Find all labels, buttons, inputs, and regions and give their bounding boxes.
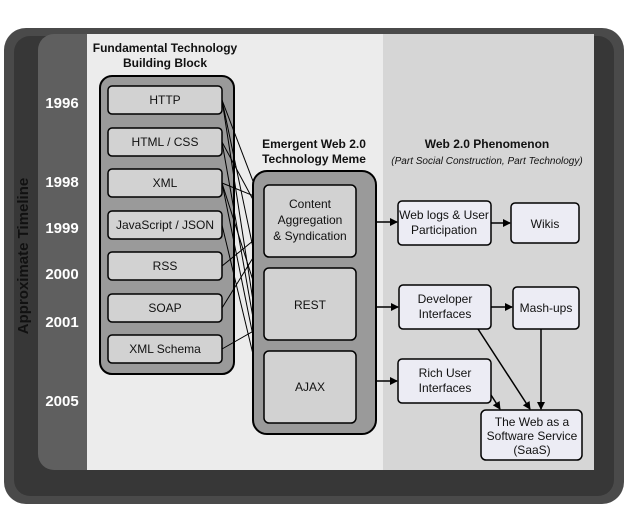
block-label: SOAP <box>148 301 181 315</box>
phenomenon-box <box>512 286 580 330</box>
phenomenon-label: Mash-ups <box>520 301 573 315</box>
block-label: HTTP <box>149 93 180 107</box>
flow-arrows <box>376 218 545 410</box>
block-label: JavaScript / JSON <box>116 218 214 232</box>
fundamental-header: Building Block <box>123 56 207 70</box>
fundamental-header: Fundamental Technology <box>93 41 238 55</box>
right-panel <box>383 34 594 470</box>
phenomenon-label: Web logs & User <box>399 208 489 222</box>
meme-label: Aggregation <box>278 213 343 227</box>
phenomena: Web logs & User Participation Wikis Deve… <box>397 200 583 461</box>
year-label: 2005 <box>45 393 78 410</box>
phenomenon-box <box>480 409 583 461</box>
year-labels: 1996 1998 1999 2000 2001 2005 <box>45 95 78 410</box>
arrow <box>477 328 531 410</box>
year-label: 2001 <box>45 314 78 331</box>
block-label: RSS <box>153 259 178 273</box>
meme-box <box>263 350 357 424</box>
year-label: 1999 <box>45 220 78 237</box>
phenomenon-label: Developer <box>418 292 473 306</box>
phenomenon-label: Rich User <box>419 366 472 380</box>
block-label: XML <box>153 176 178 190</box>
meme-label: AJAX <box>295 380 325 394</box>
meme-box <box>263 267 357 341</box>
meme-header: Technology Meme <box>262 152 366 166</box>
meme-label: Content <box>289 197 332 211</box>
meme-box <box>263 184 357 258</box>
meme-header: Emergent Web 2.0 <box>262 137 366 151</box>
building-blocks: HTTP HTML / CSS XML JavaScript / JSON RS… <box>107 85 223 364</box>
arrow <box>490 394 501 410</box>
phenomenon-label: (SaaS) <box>513 443 550 457</box>
block-label: HTML / CSS <box>132 135 199 149</box>
phenomenon-header: Web 2.0 Phenomenon <box>425 137 549 151</box>
phenomenon-label: Interfaces <box>419 381 472 395</box>
meme-label: & Syndication <box>273 229 346 243</box>
block-label: XML Schema <box>129 342 201 356</box>
phenomenon-label: Wikis <box>531 217 560 231</box>
year-label: 1998 <box>45 174 78 191</box>
phenomenon-subheader: (Part Social Construction, Part Technolo… <box>391 156 582 167</box>
axis-label: Approximate Timeline <box>15 178 32 334</box>
meme-label: REST <box>294 298 327 312</box>
phenomenon-box <box>397 358 492 404</box>
memes: Content Aggregation & Syndication REST A… <box>263 184 357 424</box>
phenomenon-label: Software Service <box>487 429 578 443</box>
phenomenon-label: Participation <box>411 223 477 237</box>
year-label: 2000 <box>45 266 78 283</box>
year-label: 1996 <box>45 95 78 112</box>
phenomenon-label: Interfaces <box>419 307 472 321</box>
phenomenon-label: The Web as a <box>495 415 570 429</box>
phenomenon-box <box>510 202 580 244</box>
right-panel-edge <box>587 34 594 470</box>
